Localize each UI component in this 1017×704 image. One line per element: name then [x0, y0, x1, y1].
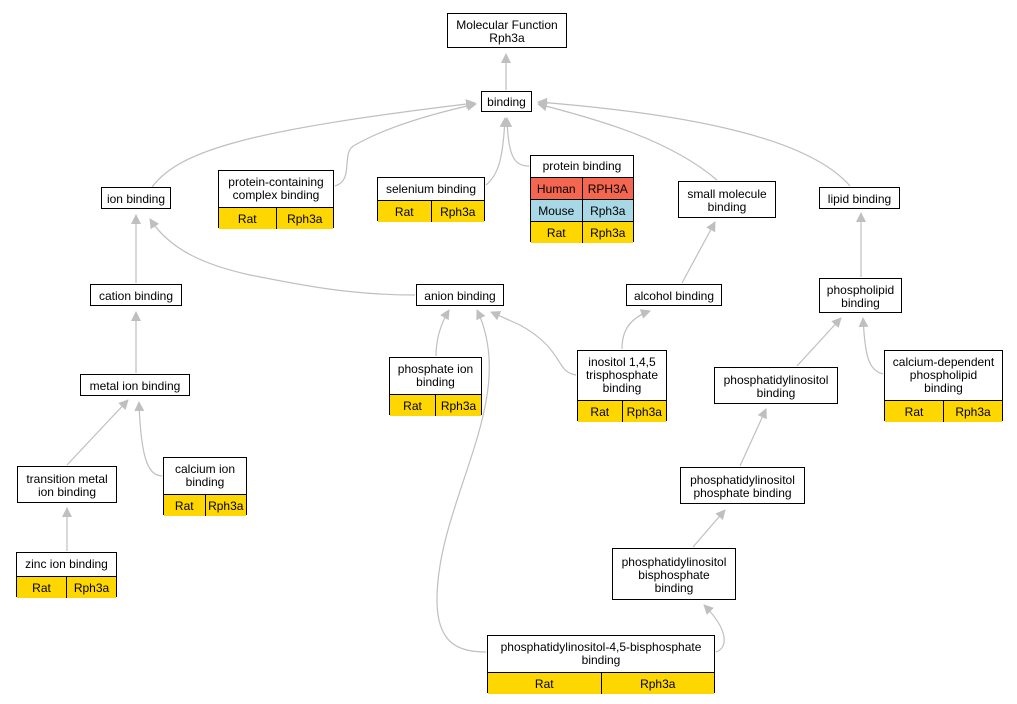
edge-protein-binding-to-binding	[502, 117, 530, 167]
node-label: protein-containing complex binding	[228, 175, 324, 202]
node-label: transition metal ion binding	[26, 471, 108, 499]
species-cell: Rat	[390, 395, 435, 416]
edge-calcium-ion-binding-to-metal-ion-binding	[134, 401, 163, 477]
node-ion-binding[interactable]: ion binding	[101, 187, 171, 209]
node-label: protein binding	[542, 159, 622, 173]
node-label: small molecule binding	[687, 186, 767, 214]
node-label: alcohol binding	[633, 288, 715, 303]
node-binding[interactable]: binding	[481, 91, 532, 112]
node-label: calcium ion binding	[174, 462, 236, 489]
node-label: metal ion binding	[89, 378, 181, 393]
edge-inositol-trisphosphate-binding-to-alcohol-binding	[621, 309, 651, 350]
gene-cell: Rph3a	[581, 222, 633, 243]
gene-cell: Rph3a	[66, 577, 116, 598]
node-label: Molecular Function Rph3a	[456, 17, 558, 45]
edge-small-molecule-binding-to-binding	[537, 101, 718, 181]
node-label: inositol 1,4,5 trisphosphate binding	[585, 355, 659, 395]
edge-anion-binding-to-ion-binding	[149, 218, 416, 296]
node-metal-ion-binding[interactable]: metal ion binding	[80, 374, 190, 396]
edge-phosphatidylinositol-binding-to-phospholipid-binding	[796, 317, 842, 367]
gene-cell: Rph3a	[600, 673, 714, 694]
node-cation-binding[interactable]: cation binding	[90, 284, 182, 306]
edge-protein-containing-complex-binding-to-binding	[334, 101, 477, 187]
species-cell: Mouse	[531, 200, 582, 221]
node-label: phosphatidylinositol binding	[723, 372, 829, 400]
edge-pip2-45-binding-to-phosphatidylinositol-bisphosphate-binding	[703, 604, 725, 653]
species-cell: Rat	[219, 208, 276, 229]
node-label: anion binding	[424, 288, 496, 303]
node-transition-metal-ion-binding[interactable]: transition metal ion binding	[17, 466, 117, 503]
edge-phosphate-ion-binding-to-anion-binding	[435, 309, 450, 357]
node-label: calcium-dependent phospholipid binding	[892, 355, 995, 395]
node-label: phosphatidylinositol-4,5-bisphosphate bi…	[500, 640, 702, 667]
node-phosphatidylinositol-binding[interactable]: phosphatidylinositol binding	[714, 367, 838, 404]
node-label: selenium binding	[385, 181, 477, 196]
species-cell: Human	[531, 178, 582, 199]
species-cell: Rat	[488, 673, 601, 694]
gene-cell: RPH3A	[581, 178, 633, 199]
node-label: cation binding	[98, 288, 174, 303]
node-label: binding	[487, 95, 526, 109]
species-cell: Rat	[531, 222, 582, 243]
node-label: phosphatidylinositol phosphate binding	[690, 472, 795, 500]
node-anion-binding[interactable]: anion binding	[416, 284, 504, 306]
node-phosphatidylinositol-bisphosphate-binding[interactable]: phosphatidylinositol bisphosphate bindin…	[612, 548, 736, 600]
edge-inositol-trisphosphate-binding-to-anion-binding	[490, 311, 577, 376]
edge-ion-binding-to-binding	[151, 99, 476, 188]
gene-cell: Rph3a	[275, 208, 333, 229]
node-label: zinc ion binding	[25, 557, 108, 571]
species-cell: Rat	[164, 495, 205, 516]
edge-phosphatidylinositol-phosphate-binding-to-phosphatidylinositol-binding	[739, 408, 767, 467]
species-cell: Rat	[885, 401, 943, 422]
species-cell: Rat	[17, 577, 66, 598]
species-cell: Rat	[578, 401, 622, 422]
gene-cell: Rph3a	[581, 200, 633, 221]
gene-cell: Rph3a	[204, 495, 246, 516]
species-cell: Rat	[378, 201, 431, 222]
edge-selenium-binding-to-binding	[485, 117, 510, 186]
edge-alcohol-binding-to-small-molecule-binding	[681, 221, 716, 284]
node-phosphatidylinositol-phosphate-binding[interactable]: phosphatidylinositol phosphate binding	[680, 467, 805, 504]
gene-cell: Rph3a	[621, 401, 666, 422]
node-label: lipid binding	[827, 191, 892, 206]
node-label: phospholipid binding	[826, 282, 895, 310]
node-phospholipid-binding[interactable]: phospholipid binding	[819, 278, 902, 313]
node-small-molecule-binding[interactable]: small molecule binding	[678, 181, 776, 218]
node-alcohol-binding[interactable]: alcohol binding	[626, 284, 722, 306]
node-label: phosphatidylinositol bisphosphate bindin…	[621, 554, 727, 595]
edge-transition-metal-ion-binding-to-metal-ion-binding	[66, 399, 129, 466]
node-label: phosphate ion binding	[397, 362, 474, 389]
edge-calcium-dependent-phospholipid-binding-to-phospholipid-binding	[858, 317, 884, 375]
node-label: ion binding	[106, 191, 166, 206]
gene-cell: Rph3a	[943, 401, 1002, 422]
gene-cell: Rph3a	[430, 201, 484, 222]
node-lipid-binding[interactable]: lipid binding	[819, 187, 900, 209]
node-molecular-function[interactable]: Molecular Function Rph3a	[447, 13, 567, 48]
edge-lipid-binding-to-binding	[537, 97, 851, 187]
node-pip2-45-binding[interactable]: phosphatidylinositol-4,5-bisphosphate bi…	[487, 635, 715, 694]
gene-cell: Rph3a	[435, 395, 481, 416]
edge-phosphatidylinositol-bisphosphate-binding-to-phosphatidylinositol-phosphate-binding	[692, 509, 726, 548]
edge-pip2-45-binding-to-anion-binding	[436, 309, 490, 653]
